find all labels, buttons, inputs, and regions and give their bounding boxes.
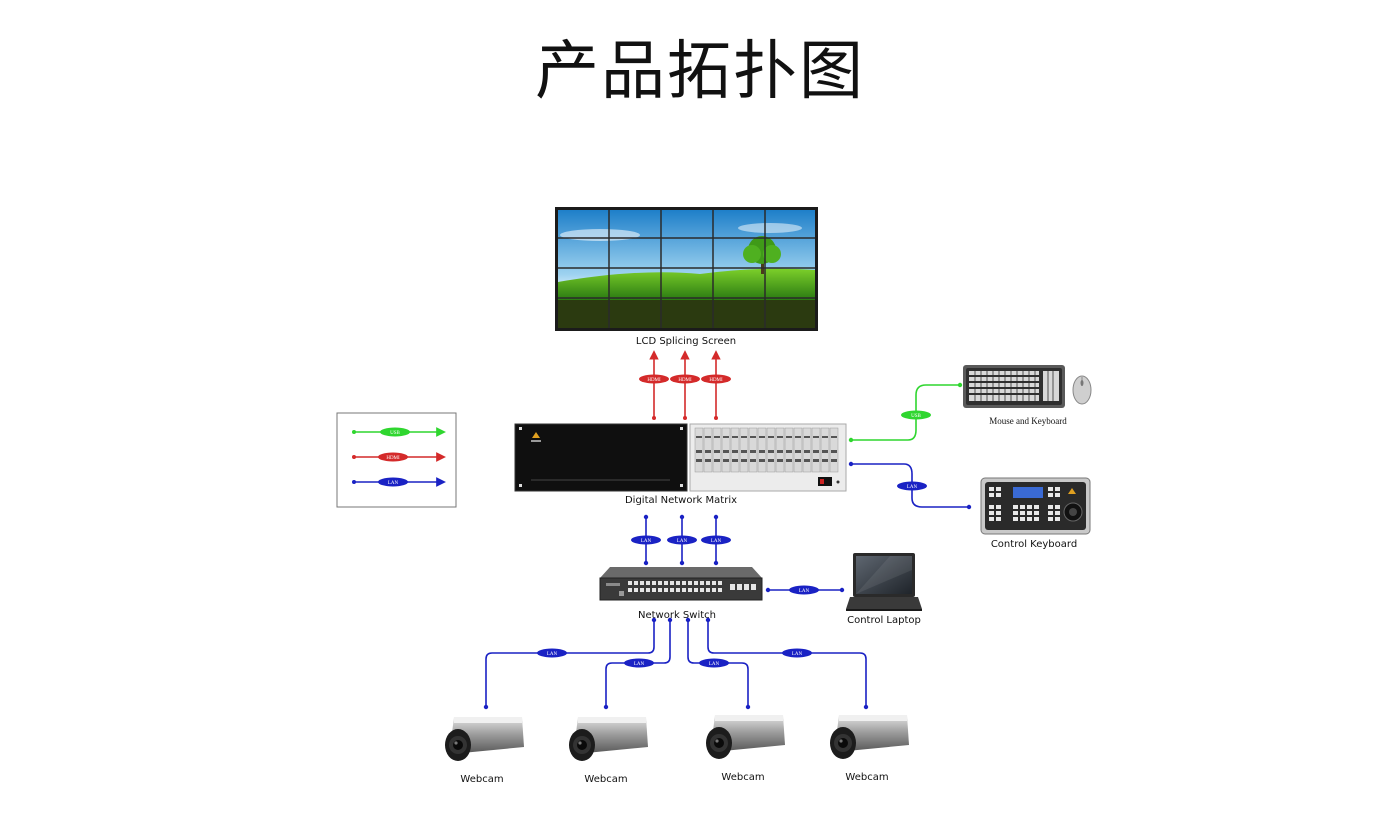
- lan-tag: LAN: [907, 485, 918, 490]
- lan-links-webcams: [485, 620, 867, 707]
- webcam-3: [706, 715, 785, 759]
- lan-tag: LAN: [641, 539, 652, 544]
- lan-tag: LAN: [634, 662, 645, 667]
- matrix-label: Digital Network Matrix: [625, 495, 737, 506]
- lcd-label: LCD Splicing Screen: [636, 336, 736, 347]
- switch-label: Network Switch: [638, 610, 716, 621]
- control-keyboard: [980, 477, 1091, 535]
- usb-tag: USB: [911, 414, 921, 419]
- usb-link: USB: [848, 382, 963, 443]
- lan-tag: LAN: [711, 539, 722, 544]
- lan-link-control-keyboard: LAN: [848, 461, 972, 510]
- lan-tag: LAN: [799, 589, 810, 594]
- webcam-label: Webcam: [584, 774, 627, 785]
- lan-link-dots: [483, 617, 869, 710]
- webcam-label: Webcam: [721, 772, 764, 783]
- laptop-label: Control Laptop: [847, 615, 921, 626]
- control-laptop: [846, 553, 922, 611]
- webcam-label: Webcam: [845, 772, 888, 783]
- hdmi-links: HDMI HDMI HDMI: [639, 350, 731, 420]
- legend: USB HDMI LAN: [336, 412, 457, 508]
- lan-links-matrix-switch: LAN LAN LAN: [631, 514, 731, 566]
- svg-text:USB: USB: [390, 431, 400, 436]
- svg-text:LAN: LAN: [388, 481, 399, 486]
- keyboard-label: Mouse and Keyboard: [989, 416, 1067, 426]
- webcam-1: [445, 717, 524, 761]
- lan-link-laptop: LAN: [765, 585, 845, 595]
- hdmi-tag: HDMI: [709, 378, 723, 383]
- legend-hdmi: HDMI: [352, 452, 446, 462]
- webcam-2: [569, 717, 648, 761]
- network-switch: [599, 567, 763, 601]
- lcd-splicing-screen: [555, 207, 818, 331]
- page-title: 产品拓扑图: [535, 35, 865, 109]
- keyboard-mouse: [963, 365, 1092, 408]
- svg-text:HDMI: HDMI: [386, 456, 400, 461]
- lan-tag: LAN: [709, 662, 720, 667]
- lan-tag: LAN: [677, 539, 688, 544]
- hdmi-tag: HDMI: [678, 378, 692, 383]
- hdmi-tag: HDMI: [647, 378, 661, 383]
- webcam-label: Webcam: [460, 774, 503, 785]
- legend-usb: USB: [352, 427, 446, 437]
- lan-tag: LAN: [547, 652, 558, 657]
- webcam-4: [830, 715, 909, 759]
- lan-tag: LAN: [792, 652, 803, 657]
- control-keyboard-label: Control Keyboard: [991, 539, 1077, 550]
- digital-network-matrix: [514, 423, 847, 492]
- legend-lan: LAN: [352, 477, 446, 487]
